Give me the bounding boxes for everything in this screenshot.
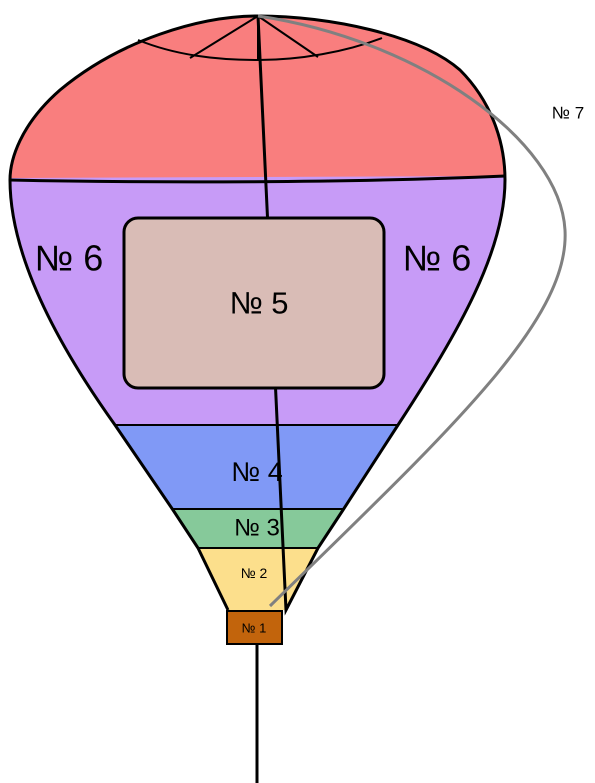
label-five: № 5 bbox=[229, 286, 288, 321]
separator-top bbox=[9, 174, 506, 184]
basket-1 bbox=[226, 610, 283, 645]
label-one: № 1 bbox=[242, 621, 267, 636]
panel-5 bbox=[122, 216, 386, 390]
label-seven: № 7 bbox=[552, 104, 584, 123]
rope-7 bbox=[257, 14, 567, 608]
band-3 bbox=[10, 509, 505, 549]
label-six-left: № 6 bbox=[35, 238, 104, 279]
band-2 bbox=[10, 548, 505, 610]
top-section bbox=[10, 16, 505, 183]
band-4 bbox=[10, 424, 505, 510]
label-six-right: № 6 bbox=[403, 238, 472, 279]
label-three: № 3 bbox=[234, 515, 280, 542]
label-two: № 2 bbox=[241, 565, 268, 581]
balloon-outline bbox=[8, 14, 507, 616]
crown-rib-1 bbox=[189, 15, 259, 59]
label-four: № 4 bbox=[231, 457, 282, 487]
crown-rib-3 bbox=[257, 15, 319, 58]
